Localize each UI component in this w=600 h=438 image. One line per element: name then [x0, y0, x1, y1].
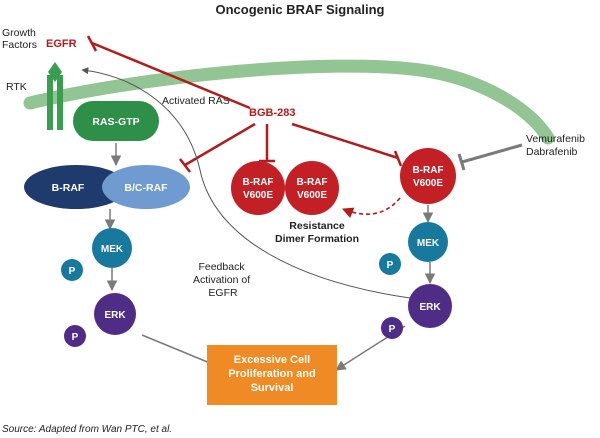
svg-text:Excessive Cell: Excessive Cell	[234, 354, 310, 366]
mek-right-node: MEK	[408, 222, 448, 262]
growth-factors-label: Growth Factors	[2, 27, 39, 51]
svg-text:B/C-RAF: B/C-RAF	[124, 182, 168, 194]
bc-raf-node: B/C-RAF	[102, 165, 190, 209]
erk-right-node: ERK	[408, 284, 452, 328]
svg-text:V600E: V600E	[297, 190, 327, 201]
cell-membrane	[23, 59, 555, 145]
svg-text:Survival: Survival	[251, 382, 294, 394]
dimer-formation-label: Dimer Formation	[275, 233, 359, 245]
egfr-label: EGFR	[46, 38, 77, 50]
resistance-dimer-arrow	[341, 197, 401, 218]
svg-text:ERK: ERK	[419, 302, 441, 313]
feedback-label: Feedback Activation of EGFR	[193, 261, 253, 299]
vemurafenib-inhibits-braf-v600e	[457, 143, 523, 171]
svg-text:V600E: V600E	[413, 178, 443, 189]
activated-ras-label: Activated RAS	[162, 95, 230, 107]
svg-text:B-RAF: B-RAF	[242, 177, 273, 188]
dimer-left-node: B-RAF V600E	[231, 161, 285, 215]
diagram-title: Oncogenic BRAF Signaling	[215, 2, 384, 17]
outcome-box: Excessive Cell Proliferation and Surviva…	[207, 345, 337, 405]
dimer-right-node: B-RAF V600E	[285, 161, 339, 215]
svg-text:P: P	[387, 260, 394, 271]
dabrafenib-label: Dabrafenib	[526, 146, 578, 158]
rtk-receptor	[47, 62, 63, 130]
vemurafenib-label: Vemurafenib	[526, 133, 585, 145]
bgb-283-label: BGB-283	[249, 107, 295, 119]
p-mek-right-node: P	[379, 253, 401, 275]
svg-text:V600E: V600E	[243, 190, 273, 201]
braf-v600e-node: B-RAF V600E	[400, 148, 456, 204]
bgb-inhibits-egfr	[86, 35, 251, 110]
rtk-label: RTK	[6, 81, 27, 93]
svg-text:P: P	[69, 266, 76, 277]
svg-text:P: P	[72, 332, 79, 343]
resistance-label: Resistance	[289, 220, 345, 232]
p-erk-left-node: P	[64, 325, 86, 347]
source-note: Source: Adapted from Wan PTC, et al.	[2, 424, 172, 435]
svg-text:Proliferation and: Proliferation and	[228, 368, 315, 380]
braf-node: B-RAF	[24, 165, 128, 209]
bgb-inhibits-braf-v600e	[291, 122, 403, 167]
svg-text:MEK: MEK	[101, 244, 124, 255]
svg-text:B-RAF: B-RAF	[412, 165, 443, 176]
bgb-inhibits-bc-raf	[179, 122, 256, 173]
svg-text:RAS-GTP: RAS-GTP	[92, 116, 139, 128]
svg-text:MEK: MEK	[417, 238, 440, 249]
mek-left-node: MEK	[92, 228, 132, 268]
feedback-arrow	[81, 67, 411, 299]
bgb-inhibits-dimer	[259, 124, 275, 163]
svg-text:P: P	[389, 324, 396, 335]
p-erk-right-node: P	[381, 317, 403, 339]
svg-text:ERK: ERK	[104, 310, 126, 321]
svg-text:B-RAF: B-RAF	[296, 177, 327, 188]
p-mek-left-node: P	[61, 259, 83, 281]
erk-left-node: ERK	[94, 293, 136, 335]
svg-text:B-RAF: B-RAF	[52, 182, 85, 194]
ras-gtp-node: RAS-GTP	[73, 101, 159, 141]
